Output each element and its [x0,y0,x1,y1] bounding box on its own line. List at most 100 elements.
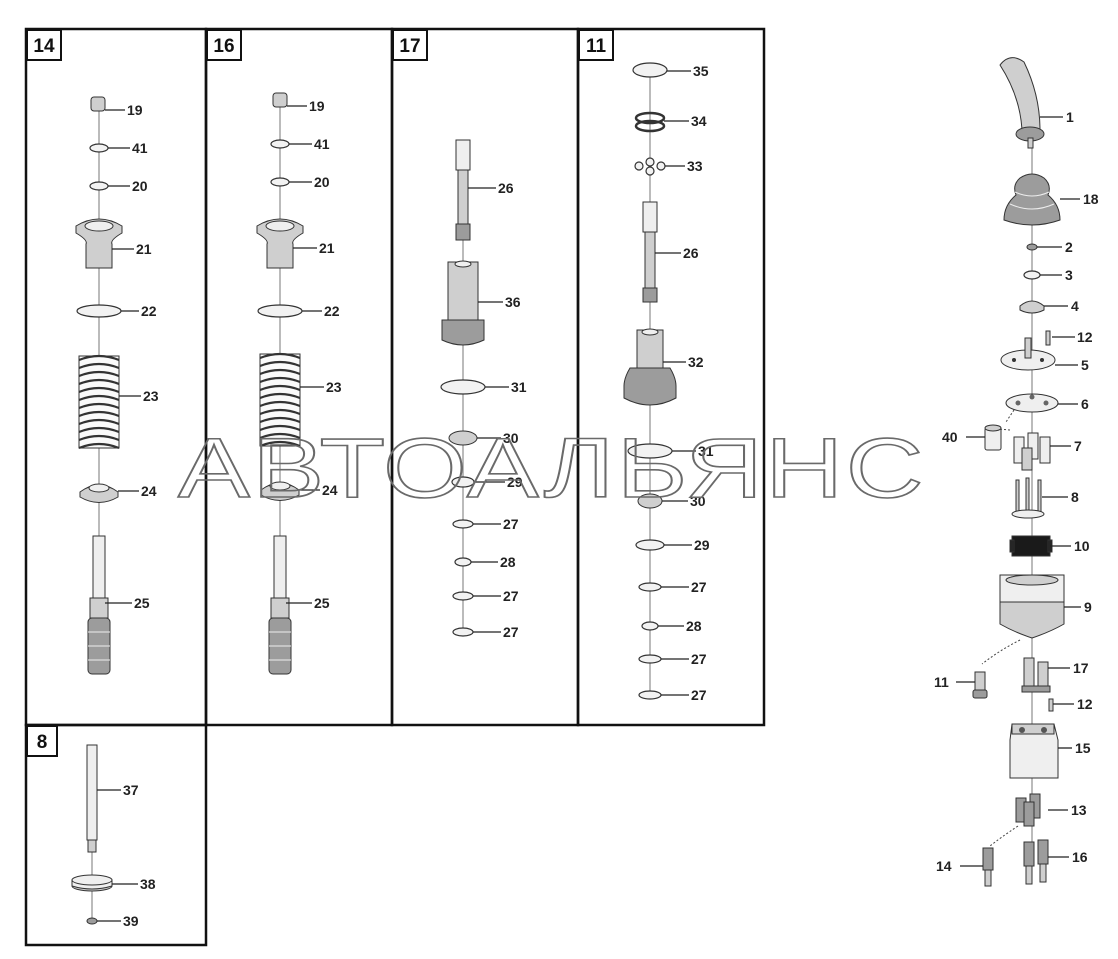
panel-8-tag-text: 8 [37,732,48,753]
plunger-set-part [1011,477,1045,519]
plug-part [972,671,988,699]
callout-label: 30 [503,430,519,446]
washer-part [270,139,290,149]
callout-label: 16 [1072,849,1088,865]
callout-label: 19 [127,102,143,118]
washer-part [452,627,474,637]
sleeve-part [441,260,485,346]
spring-set-part [1015,793,1041,827]
callout-label: 41 [132,140,148,156]
panel-17-frame [390,27,580,727]
plunger-part [87,535,111,675]
callout-label: 22 [141,303,157,319]
callout-label: 24 [322,482,338,498]
retainer-plate-part [1005,393,1059,413]
panel-17-tag-text: 17 [399,36,420,57]
spring-clip-part [634,111,666,133]
callout-label: 32 [688,354,704,370]
callout-label: 27 [503,588,519,604]
callout-label: 36 [505,294,521,310]
panel-11-tag-text: 11 [586,36,607,57]
snap-ring-part [454,557,472,567]
callout-label: 20 [132,178,148,194]
callout-label: 2 [1065,239,1073,255]
callout-label: 27 [691,687,707,703]
panel-11-tag: 11 [578,29,614,61]
plunger-part [268,535,292,675]
cam-part [1019,300,1045,314]
callout-label: 23 [143,388,159,404]
screw-part [90,96,106,112]
main-assembly-parts: 1 18 2 3 4 12 5 6 40 7 8 10 9 11 17 12 1… [934,57,1099,887]
callout-label: 41 [314,136,330,152]
rod-part [86,744,98,853]
callout-label: 26 [498,180,514,196]
callout-label: 25 [134,595,150,611]
o-ring-part [76,304,122,318]
panel-8-tag: 8 [26,725,58,757]
screw-part [1045,330,1051,346]
panel-11-parts: 35 34 33 26 32 31 30 29 27 28 27 27 [623,62,714,703]
nut-part [1026,243,1038,251]
o-ring-part [257,304,303,318]
screw-part [272,92,288,108]
guide-block-part [1013,432,1051,471]
callout-label: 23 [326,379,342,395]
callout-label: 21 [319,240,335,256]
panel-8-parts: 37 38 39 [71,744,156,929]
callout-label: 11 [934,674,949,690]
panel-16-parts: 19 41 20 21 22 23 24 25 [256,92,342,675]
plate-part [1000,337,1056,371]
joystick-handle-part [999,57,1041,131]
o-ring-part [440,379,486,395]
panel-14-tag: 14 [26,29,62,61]
housing-part [999,574,1065,639]
valve-spools-part [1023,839,1049,885]
washer-part [89,143,109,153]
callout-label: 20 [314,174,330,190]
spring-part [78,354,120,450]
valve-cartridges-part [1021,657,1051,693]
retaining-ring-part [635,539,665,551]
callout-label: 27 [503,516,519,532]
washer-part [89,181,109,191]
washer-part [1023,270,1041,280]
callout-label: 15 [1075,740,1091,756]
callout-label: 6 [1081,396,1089,412]
disc-part [71,874,113,892]
callout-label: 4 [1071,298,1079,314]
watermark-text: АВТОАЛЬЯНС [178,421,926,515]
callout-label: 9 [1084,599,1092,615]
callout-label: 37 [123,782,139,798]
push-rod-part [455,139,471,241]
panel-frames [24,27,766,947]
pin-part [86,917,98,925]
spring-part [259,352,301,448]
callout-label: 26 [683,245,699,261]
callout-label: 1 [1066,109,1074,125]
callout-label: 35 [693,63,709,79]
callout-label: 34 [691,113,707,129]
callout-label: 31 [511,379,527,395]
callout-label: 39 [123,913,139,929]
valve-spool-part [982,847,994,887]
washer-part [452,519,474,529]
callout-label: 19 [309,98,325,114]
rubber-ring-part [1009,535,1053,557]
callout-label: 18 [1083,191,1099,207]
washer-part [638,654,662,664]
plunger-cap-part [984,424,1002,451]
callout-label: 14 [936,858,952,874]
panel-16-tag: 16 [206,29,242,61]
push-rod-part [642,201,658,303]
panel-14-parts: 19 41 20 21 22 23 24 25 [75,96,159,675]
panel-11-frame [576,27,766,727]
screw-part [1048,698,1054,712]
balls-part [634,157,666,176]
panel-17-parts: 26 36 31 30 29 27 28 27 27 [440,139,527,640]
callout-label: 31 [698,443,714,459]
callout-label: 17 [1073,660,1089,676]
callout-label: 12 [1077,329,1093,345]
callout-label: 27 [503,624,519,640]
